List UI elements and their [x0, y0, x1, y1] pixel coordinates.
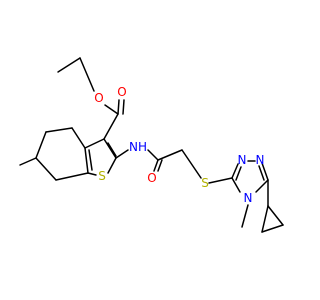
bond-c7a-c3a-inner	[88, 149, 93, 171]
bond-co-ch2	[157, 149, 183, 161]
bond-n-right-c5	[261, 162, 269, 181]
bond-s-triazole	[208, 177, 233, 184]
bond-s-c7a	[87, 172, 97, 176]
bond-c3-n-top-inner	[235, 166, 242, 181]
atom-o-ester-double: O	[117, 85, 126, 99]
bond-ethyl-ch2-o	[79, 57, 95, 92]
bond-c5-c6	[35, 131, 47, 159]
atom-s-thioether: S	[201, 176, 209, 190]
bond-c6-methyl	[19, 157, 37, 166]
bond-carbonyl-o-double-2	[122, 99, 125, 115]
bond-n4-c3	[231, 177, 241, 193]
atom-n-triazole-bottom: N	[244, 191, 253, 205]
atom-n-triazole-right: N	[256, 153, 265, 167]
bond-c7-c7a	[55, 172, 89, 181]
bond-c5-n4	[255, 179, 269, 193]
bond-carbonyl-o-double-1	[117, 99, 120, 115]
atom-n-triazole-top: N	[238, 153, 247, 167]
bond-cp-c	[261, 205, 269, 233]
bond-ch2-s	[181, 149, 202, 179]
bond-c3-c2	[103, 138, 117, 159]
bond-carbonyl-c3	[103, 113, 119, 140]
atom-nh: NH	[129, 140, 147, 154]
molecule-structure: O O NH S O S N N N	[0, 0, 300, 300]
atom-o-amide: O	[147, 171, 156, 185]
bond-c3a-c3	[84, 138, 105, 149]
atom-s-thiophene: S	[98, 169, 106, 183]
bond-ethyl-ch3	[57, 57, 81, 73]
bond-c4-c5	[45, 127, 73, 133]
bond-n4-methyl	[241, 204, 249, 228]
bond-co-o-1	[153, 159, 159, 172]
bond-n-right-c5-inner	[258, 165, 265, 181]
bond-c3-n-top	[231, 163, 239, 179]
bond-o-carbonyl	[104, 104, 119, 115]
background	[0, 0, 300, 300]
bond-c2-s	[107, 157, 117, 174]
bond-cp-b	[261, 224, 284, 233]
bond-c7a-c3a	[84, 147, 89, 174]
atom-o-ester-single: O	[94, 91, 103, 105]
bond-c6-c7	[35, 157, 57, 181]
bond-c3a-c4	[71, 127, 86, 149]
bond-c2-nh	[115, 149, 129, 159]
bond-c3-c2-inner	[107, 142, 117, 157]
bond-cp-a	[267, 205, 284, 226]
bond-co-o-2	[157, 159, 163, 172]
bond-nh-co	[147, 149, 159, 161]
